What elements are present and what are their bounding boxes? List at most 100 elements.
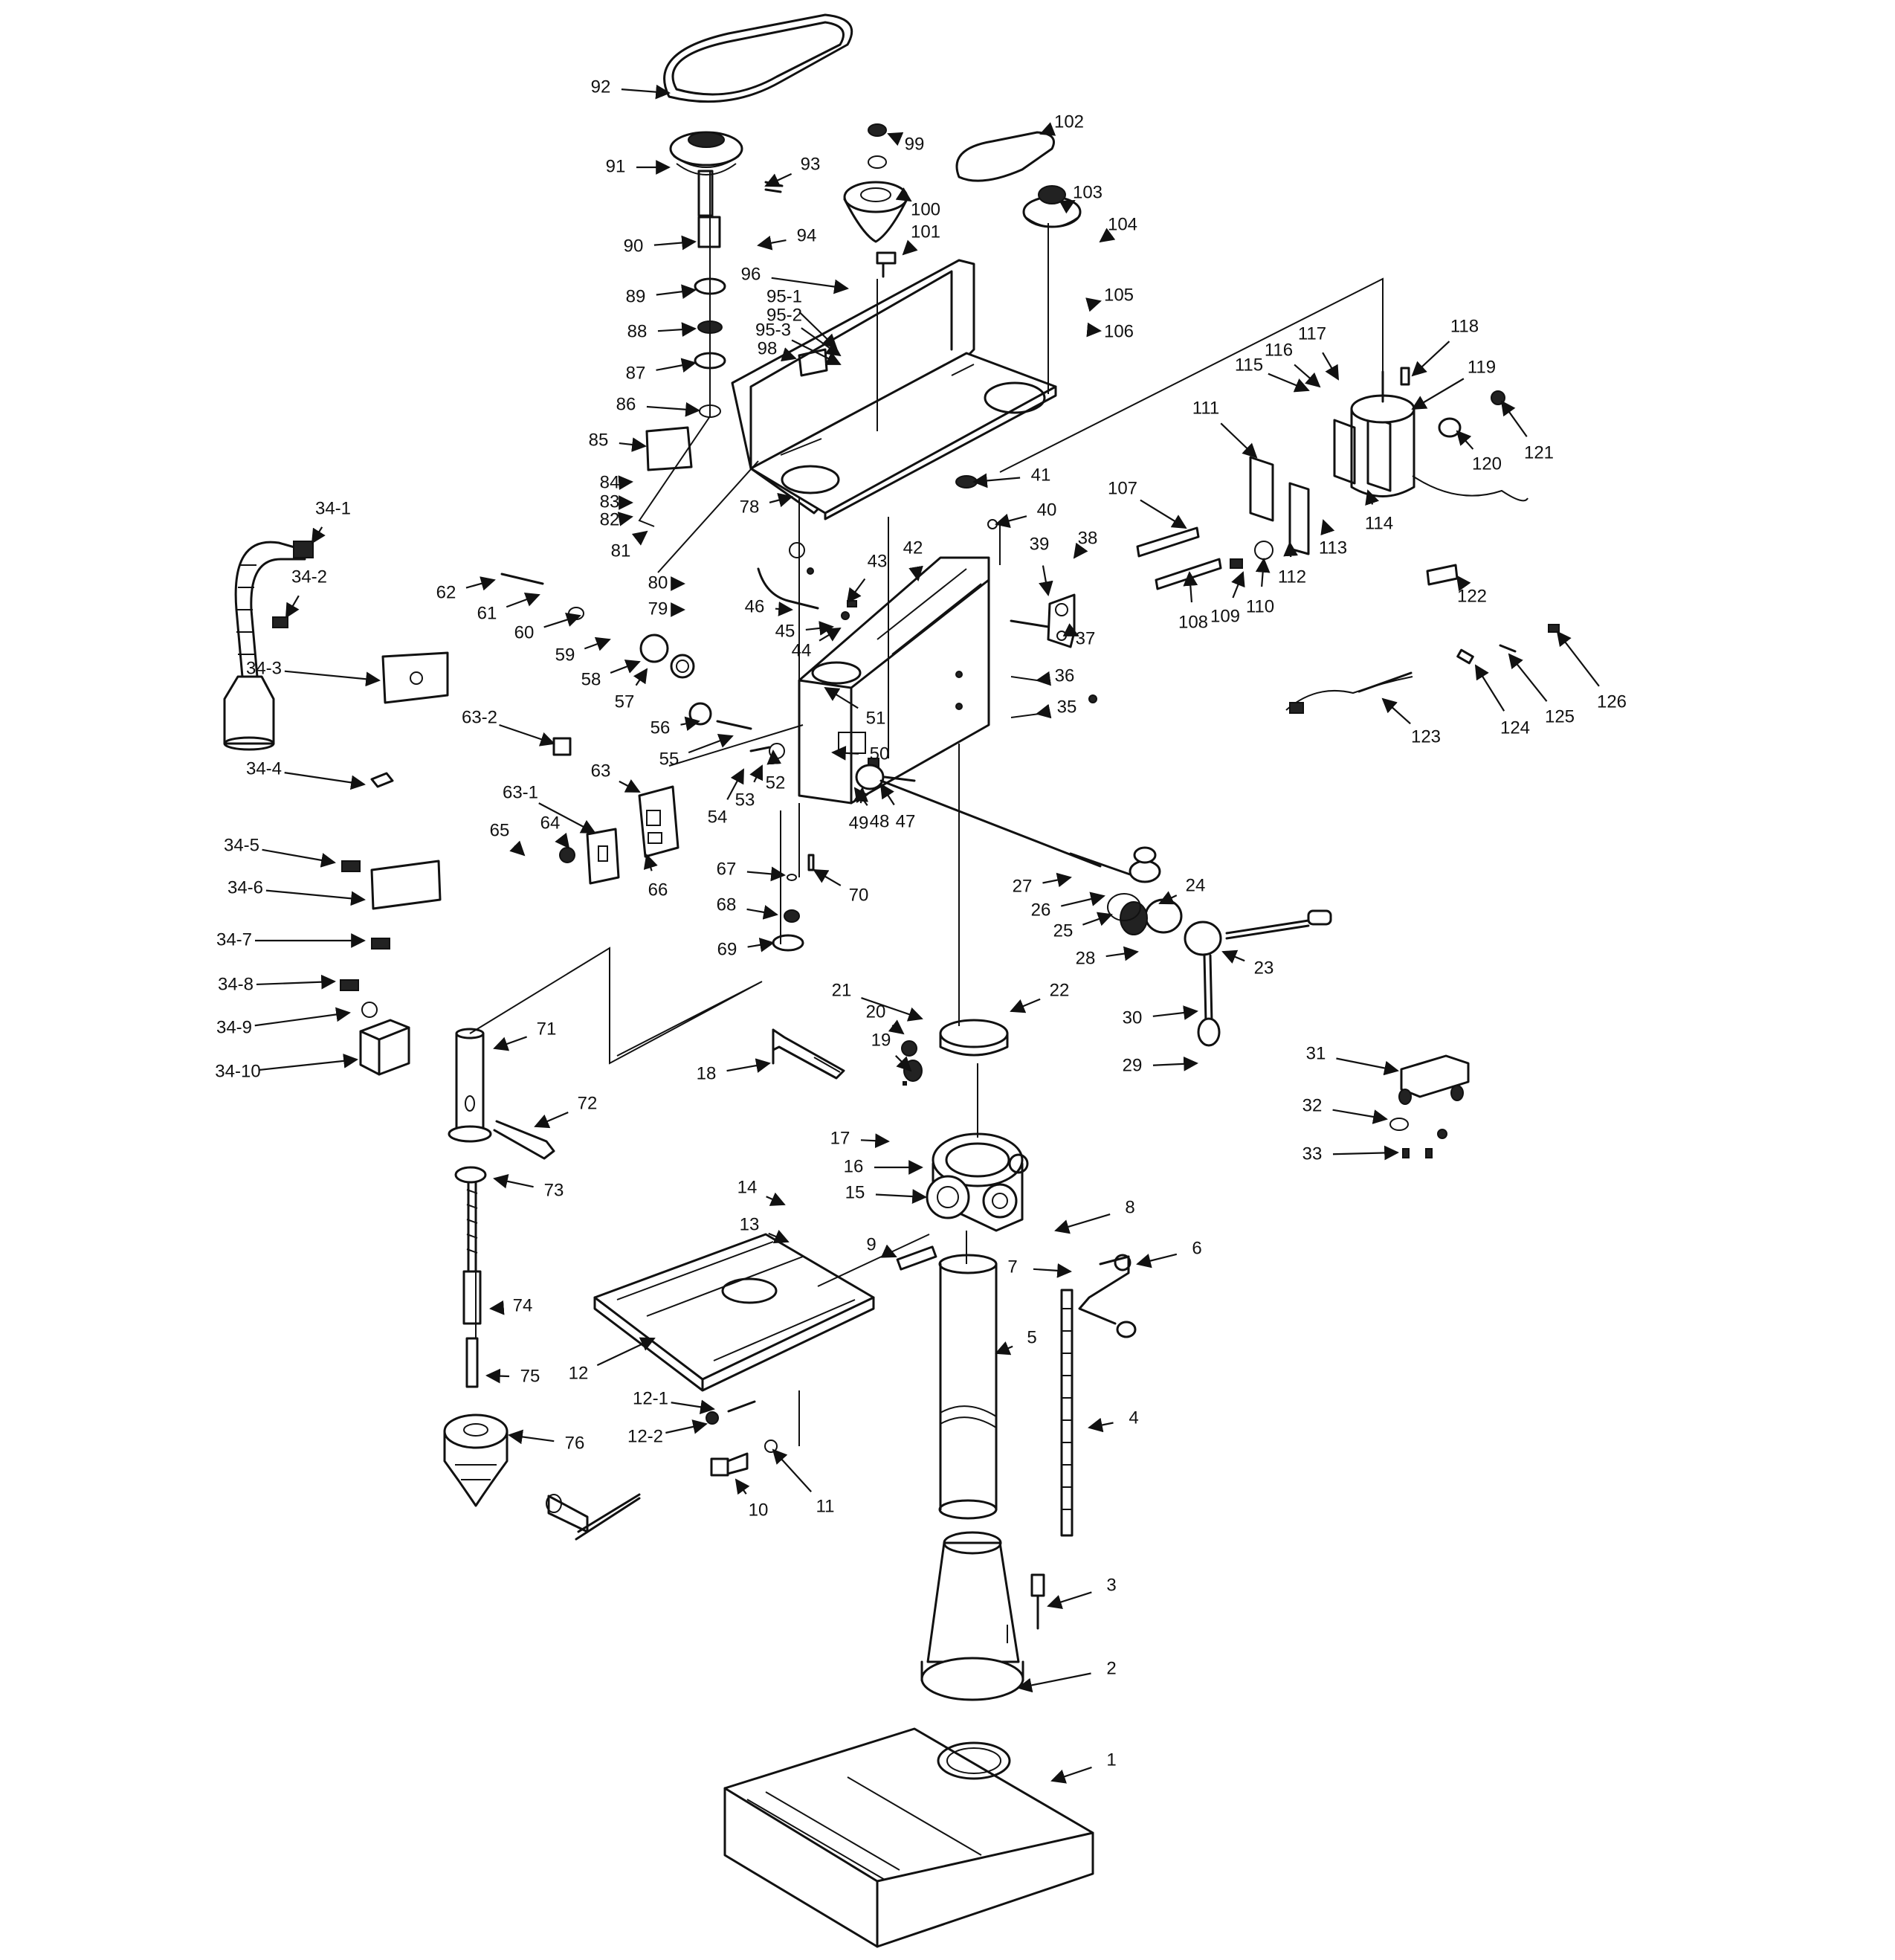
work-table (593, 1233, 875, 1392)
leader-line-99 (887, 132, 904, 146)
leader-line-6 (1136, 1253, 1178, 1268)
leader-line-85 (619, 437, 647, 452)
gears (901, 1040, 923, 1082)
part-label-109: 109 (1210, 606, 1240, 626)
part-label-21: 21 (832, 980, 852, 1000)
leader-line-88 (657, 322, 697, 338)
part-label-4: 4 (1129, 1408, 1138, 1428)
screw (272, 616, 288, 628)
part-label-13: 13 (740, 1214, 760, 1234)
part-label-15: 15 (845, 1182, 865, 1202)
leader-line-69 (747, 938, 775, 952)
part-label-35: 35 (1057, 697, 1077, 717)
part-label-19: 19 (871, 1030, 891, 1050)
part-label-10: 10 (749, 1500, 769, 1520)
leader-line-34-8 (256, 974, 336, 990)
leader-line-13 (768, 1229, 790, 1244)
part-label-37: 37 (1076, 628, 1096, 648)
depth-stop (1389, 1054, 1470, 1158)
leader-line-67 (746, 866, 786, 882)
part-label-24: 24 (1186, 875, 1206, 895)
part-label-29: 29 (1123, 1055, 1143, 1075)
v-belt-large (663, 13, 853, 103)
part-label-99: 99 (905, 134, 925, 154)
knob (639, 634, 669, 663)
leader-line-43 (846, 578, 866, 604)
part-label-89: 89 (626, 286, 646, 306)
leader-line-53 (749, 764, 764, 783)
leader-line-19 (895, 1055, 912, 1072)
leader-line-122 (1456, 575, 1471, 592)
screw (1548, 624, 1560, 633)
lamp-plate (381, 651, 449, 704)
leader-line-42 (908, 565, 923, 581)
leader-line-102 (1039, 122, 1056, 136)
leader-line-8 (1054, 1213, 1111, 1234)
part-label-78: 78 (740, 497, 760, 517)
leader-line-113 (1320, 519, 1335, 536)
part-label-39: 39 (1030, 534, 1050, 554)
screw (371, 938, 390, 950)
part-label-59: 59 (555, 645, 575, 665)
leader-line-34-2 (285, 595, 300, 619)
leader-line-35 (1036, 703, 1052, 719)
part-label-41: 41 (1031, 465, 1051, 485)
stud (1155, 558, 1222, 590)
part-label-114: 114 (1365, 513, 1393, 533)
leader-line-55 (688, 734, 734, 754)
bolt (1030, 1573, 1045, 1630)
leader-line-110 (1255, 558, 1271, 587)
nut (670, 654, 695, 679)
part-label-27: 27 (1013, 876, 1033, 896)
part-label-14: 14 (737, 1177, 758, 1197)
leader-line-86 (646, 402, 700, 417)
switch-box (552, 737, 679, 885)
part-label-117: 117 (1298, 323, 1326, 344)
crank-handle (1078, 1254, 1137, 1338)
leader-line-52 (766, 749, 782, 765)
part-label-103: 103 (1073, 182, 1103, 202)
leader-line-27 (1042, 872, 1072, 888)
part-label-52: 52 (766, 773, 786, 793)
leader-line-100 (895, 187, 912, 202)
part-label-104: 104 (1108, 214, 1137, 234)
part-label-60: 60 (514, 622, 535, 642)
motor-pulley (1022, 185, 1082, 228)
part-label-3: 3 (1106, 1575, 1116, 1595)
part-label-67: 67 (717, 859, 737, 879)
part-label-86: 86 (616, 394, 636, 414)
part-label-40: 40 (1037, 500, 1057, 520)
part-label-90: 90 (624, 236, 644, 256)
leader-line-73 (493, 1174, 534, 1189)
leader-line-28 (1105, 946, 1139, 961)
leader-line-2 (1017, 1672, 1091, 1693)
part-label-20: 20 (866, 1002, 886, 1022)
part-label-34-5: 34-5 (224, 835, 259, 855)
part-label-54: 54 (708, 807, 728, 827)
part-label-34-4: 34-4 (246, 758, 282, 778)
leader-line-63 (619, 779, 641, 793)
part-label-74: 74 (513, 1295, 533, 1315)
leader-line-41 (972, 473, 1021, 489)
head-casting (798, 556, 990, 805)
part-label-43: 43 (868, 551, 888, 571)
leader-line-70 (813, 869, 842, 886)
base-plate (723, 1727, 1094, 1948)
leader-line-76 (508, 1429, 555, 1445)
leader-line-47 (879, 783, 895, 806)
leader-line-63-1 (538, 802, 596, 834)
part-label-61: 61 (477, 603, 497, 623)
part-label-34-1: 34-1 (315, 498, 351, 518)
leader-line-119 (1411, 378, 1465, 410)
stud (1136, 526, 1200, 558)
part-label-51: 51 (866, 708, 886, 728)
table-bolt (710, 1440, 778, 1477)
leader-line-61 (506, 592, 540, 608)
part-label-84: 84 (600, 472, 620, 492)
nut (868, 123, 887, 137)
part-label-69: 69 (717, 939, 737, 959)
part-label-34-3: 34-3 (246, 658, 282, 678)
screw (341, 860, 361, 872)
leader-line-95-2 (801, 327, 842, 357)
part-label-105: 105 (1104, 285, 1134, 305)
